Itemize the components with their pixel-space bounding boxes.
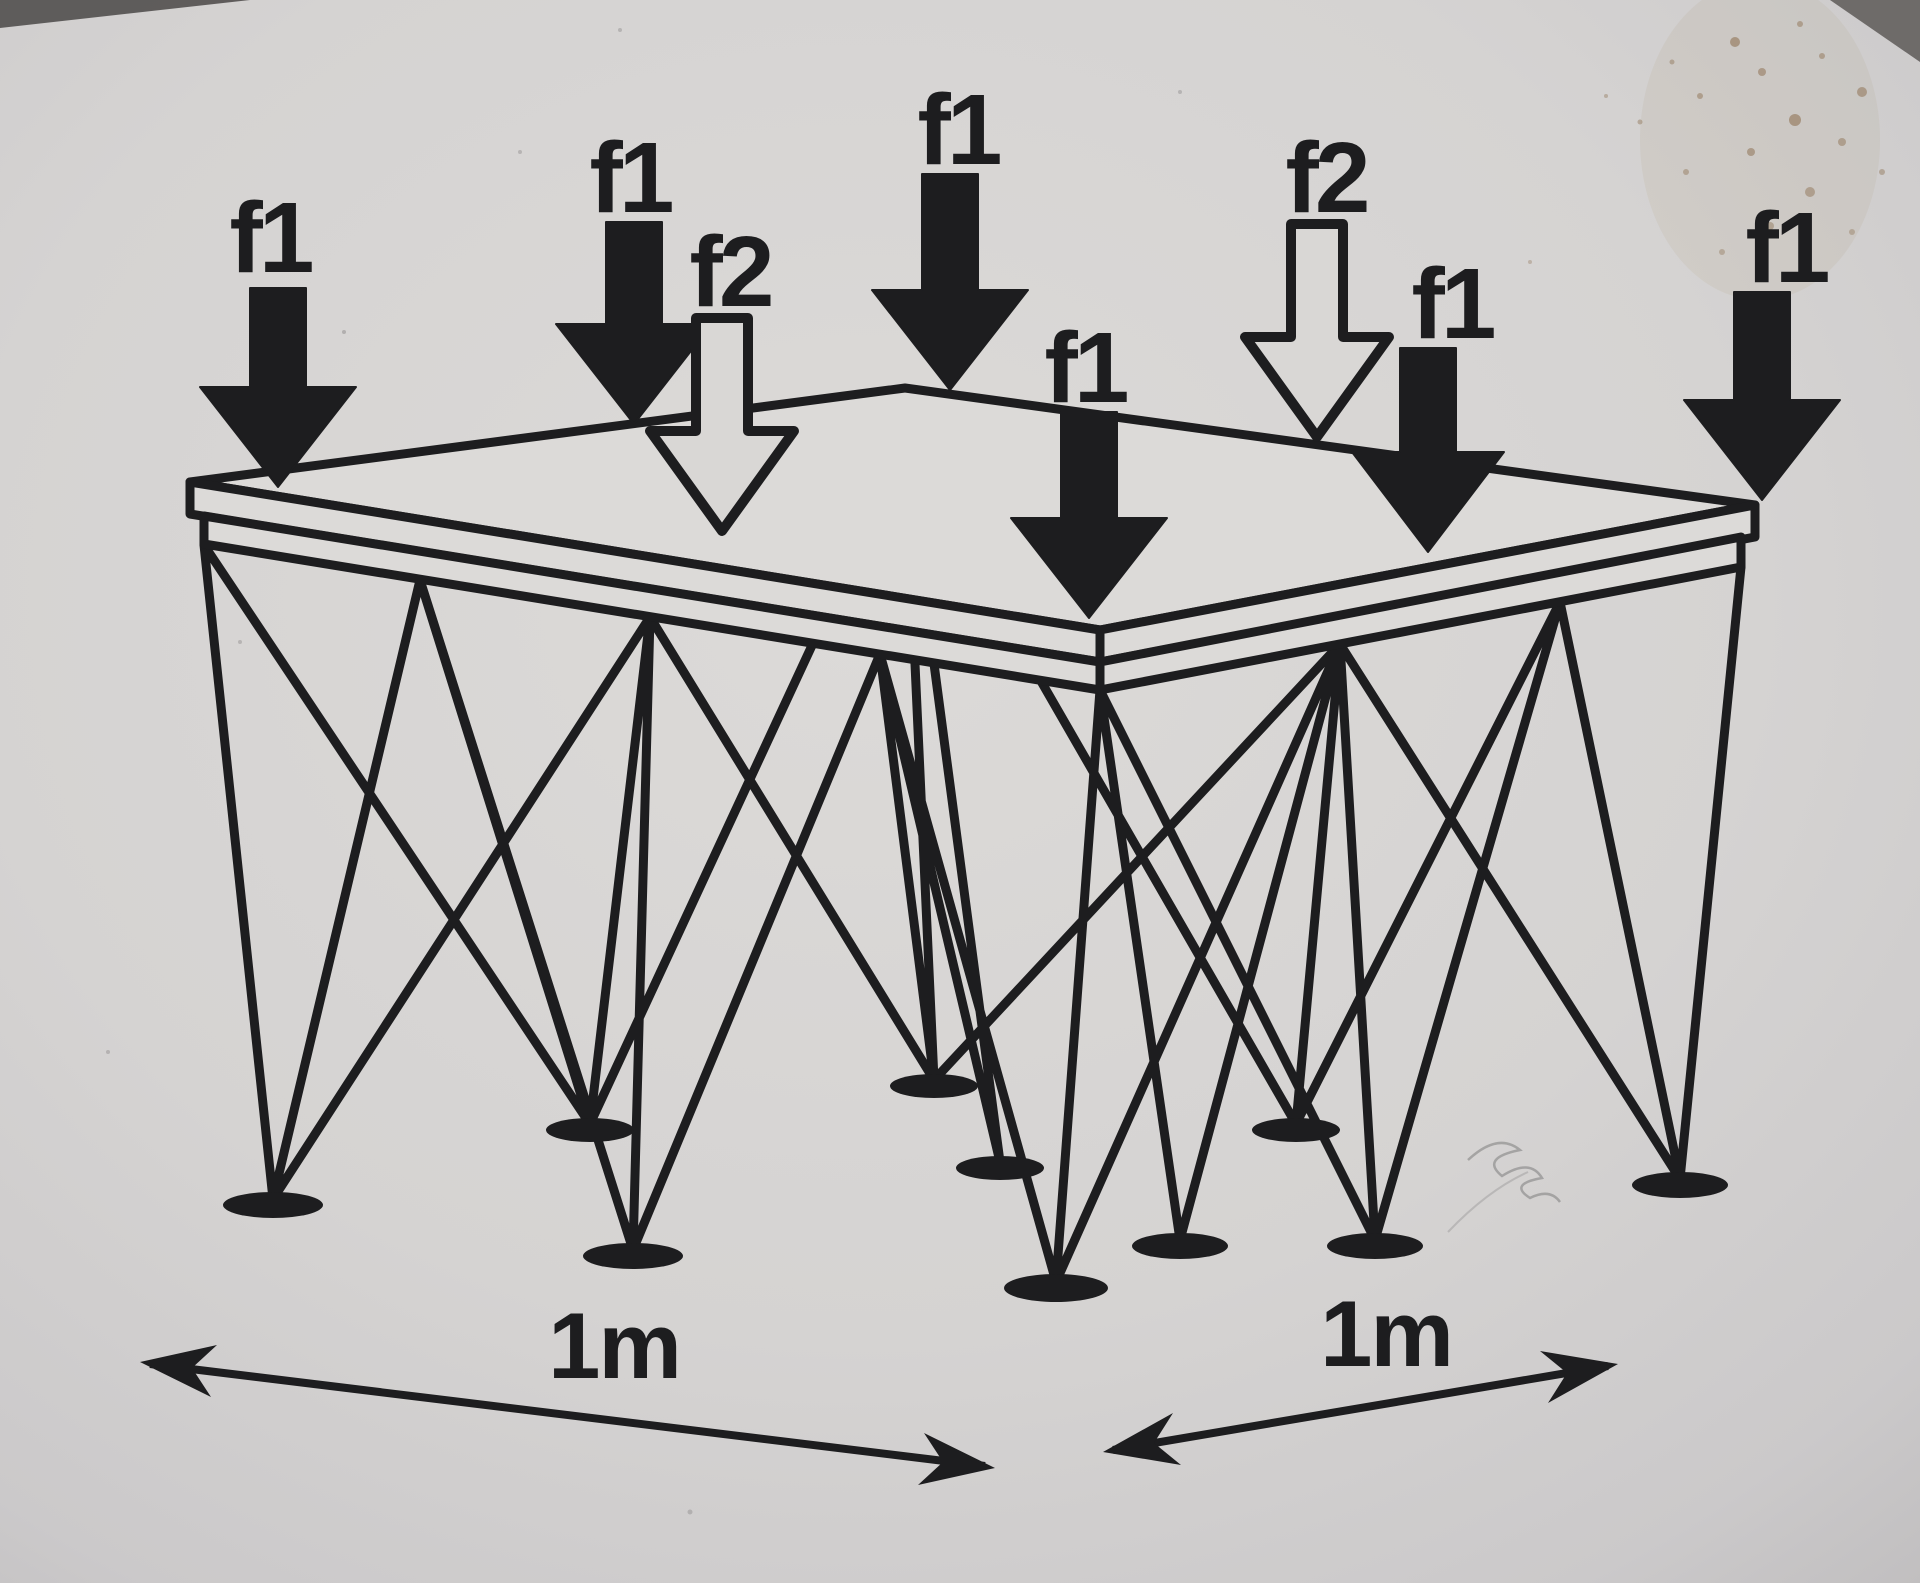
down-arrow-outline-icon [1240,219,1394,442]
dimension-line [1112,1362,1609,1454]
force-label: f1 [918,74,1000,186]
down-arrow-outline-icon [645,313,799,536]
down-arrow-icon [871,173,1029,391]
force-arrows: f1 f1 f2 f1 f1 f2 f1 [199,74,1841,619]
force-arrow-f1-left-corner: f1 [199,182,357,488]
deck-edge-front-right-upper [1095,500,1760,667]
deck-edge-front-right-lower [1095,532,1746,695]
corner-shadow [1830,0,1920,62]
foot-pad [1327,1233,1423,1259]
photo-edge-shadows [0,0,1920,62]
force-label: f1 [590,122,672,234]
force-label: f1 [1746,192,1828,304]
foot-pad [1132,1233,1228,1259]
pencil-squiggle [1447,1171,1529,1233]
force-arrow-f1-back-corner: f1 [871,74,1029,391]
down-arrow-icon [1683,291,1841,501]
stain-speckles [1528,0,1885,300]
dimension-label: 1m [548,1293,680,1398]
dimension-line [149,1360,986,1470]
dimension-annotations: 1m 1m [140,1281,1618,1485]
force-label: f1 [1412,248,1494,360]
scaffold-legs [199,440,1746,1287]
arrowhead-left-icon [1103,1413,1181,1465]
down-arrow-icon [199,287,357,488]
deck-slab [185,383,1760,695]
force-arrow-f1-back-left: f1 [555,122,713,425]
arrowhead-right-icon [918,1433,995,1485]
corner-shadow [0,0,250,28]
arrowhead-left-icon [140,1345,217,1397]
force-arrow-f2-back-right: f2 [1240,122,1394,442]
foot-pad [1004,1274,1108,1302]
pencil-squiggle [1467,1141,1562,1203]
force-arrow-f1-front-left: f1 [1010,312,1168,619]
force-label: f1 [230,182,312,294]
force-arrow-f1-front-right: f1 [1351,248,1505,553]
foot-pad [1252,1118,1340,1142]
dimension-arrow-left: 1m [140,1293,995,1485]
down-arrow-icon [1351,347,1505,553]
foot-pad [546,1118,634,1142]
force-label: f2 [1286,122,1367,234]
foot-pad [890,1074,978,1098]
foot-pad [583,1243,683,1269]
down-arrow-icon [1010,411,1168,619]
foot-pad [223,1192,323,1218]
force-label: f1 [1045,312,1127,424]
foot-pad [956,1156,1044,1180]
force-label: f2 [690,216,771,328]
force-arrow-f2-front-left: f2 [645,216,799,536]
leg-braces [199,440,1746,1287]
foot-pad [1632,1172,1728,1198]
force-arrow-f1-right-corner: f1 [1683,192,1841,501]
dimension-arrow-right: 1m [1103,1281,1618,1465]
dimension-label: 1m [1320,1281,1452,1386]
arrowhead-right-icon [1540,1351,1618,1403]
foot-pads [223,1074,1728,1302]
